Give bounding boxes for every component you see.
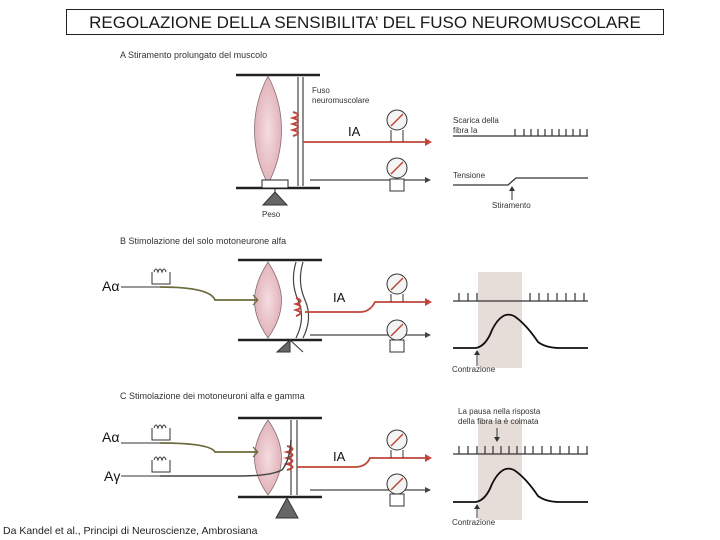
weight-label: Peso xyxy=(262,210,281,219)
stimulator-icon xyxy=(151,456,171,473)
spindle-coil-a xyxy=(289,111,299,137)
gamma-label-c: Aγ xyxy=(104,468,120,484)
meter-icon xyxy=(386,429,408,458)
afferent-b xyxy=(305,301,425,313)
spindle-label-line2: neuromuscolare xyxy=(312,96,370,105)
stimulator-icon xyxy=(151,424,171,441)
panel-c: C Stimolazione dei motoneuroni alfa e ga… xyxy=(102,391,588,527)
spindle-coil-c xyxy=(283,445,294,471)
spike-trace-a xyxy=(453,129,588,137)
ia-label-a: IA xyxy=(348,124,361,139)
panel-a: A Stiramento prolungato del muscolo Fuso… xyxy=(120,50,588,219)
contraction-trace-b xyxy=(453,313,588,349)
meter-icon xyxy=(386,109,408,142)
trace1-label-line1: Scarica della xyxy=(453,116,499,125)
meter-icon xyxy=(386,473,408,507)
trace1-label-line2: fibra Ia xyxy=(453,126,478,135)
alpha-label-c: Aα xyxy=(102,429,119,445)
meter-icon xyxy=(386,319,408,353)
alpha-axon-b xyxy=(159,286,258,301)
panel-b-heading: B Stimolazione del solo motoneurone alfa xyxy=(120,236,286,246)
alpha-label-b: Aα xyxy=(102,278,119,294)
pause-label-line2: della fibra Ia è colmata xyxy=(458,417,539,426)
stretch-label: Stiramento xyxy=(492,201,531,210)
muscle-a xyxy=(254,75,282,185)
spindle-label-line1: Fuso xyxy=(312,86,330,95)
source-credit: Da Kandel et al., Principi di Neuroscien… xyxy=(3,525,258,537)
pause-label-line1: La pausa nella risposta xyxy=(458,407,541,416)
ia-label-c: IA xyxy=(333,449,346,464)
gamma-axon-c xyxy=(160,439,292,477)
spike-trace-b xyxy=(453,293,588,302)
spike-trace-c xyxy=(453,446,588,455)
slide-title: REGOLAZIONE DELLA SENSIBILITA’ DEL FUSO … xyxy=(66,9,664,35)
muscle-c xyxy=(254,419,282,496)
panel-b: B Stimolazione del solo motoneurone alfa xyxy=(102,236,588,374)
muscle-b xyxy=(254,261,282,339)
ia-label-b: IA xyxy=(333,290,346,305)
panel-c-heading: C Stimolazione dei motoneuroni alfa e ga… xyxy=(120,391,305,401)
alpha-axon-c xyxy=(159,442,258,453)
time-band-b xyxy=(478,272,522,368)
stimulator-icon xyxy=(151,268,171,285)
meter-icon xyxy=(386,273,408,302)
contraction-label-c: Contrazione xyxy=(452,518,496,527)
afferent-c xyxy=(297,457,425,468)
spindle-coil-b xyxy=(292,297,302,317)
panel-a-heading: A Stiramento prolungato del muscolo xyxy=(120,50,267,60)
contraction-trace-c xyxy=(453,467,588,503)
contraction-label-b: Contrazione xyxy=(452,365,496,374)
tension-trace-a xyxy=(453,177,588,186)
trace2-label: Tensione xyxy=(453,171,486,180)
weight-a xyxy=(261,191,289,206)
meter-icon xyxy=(386,157,408,192)
